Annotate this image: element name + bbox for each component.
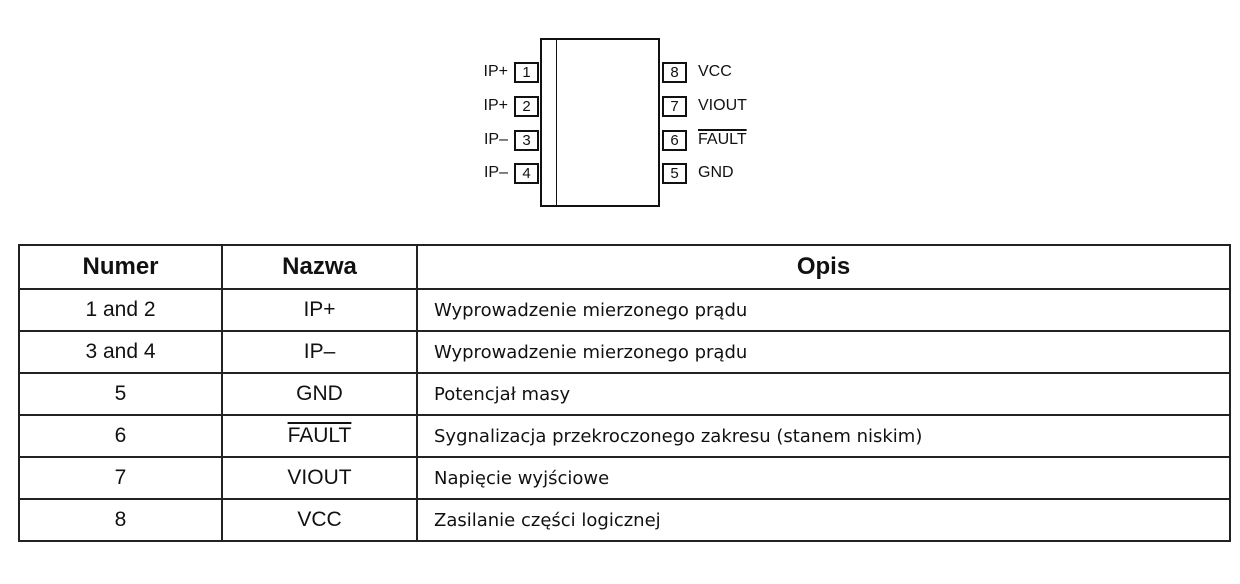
table-row: 5 GND Potencjał masy	[18, 372, 1231, 416]
header-nazwa: Nazwa	[221, 244, 418, 290]
cell-number: 6	[18, 414, 223, 458]
table-row: 3 and 4 IP– Wyprowadzenie mierzonego prą…	[18, 330, 1231, 374]
pin-6: 6	[662, 130, 687, 151]
cell-description: Napięcie wyjściowe	[416, 456, 1231, 500]
cell-number: 3 and 4	[18, 330, 223, 374]
cell-description: Wyprowadzenie mierzonego prądu	[416, 288, 1231, 332]
pin-8: 8	[662, 62, 687, 83]
cell-name: VIOUT	[221, 456, 418, 500]
pin-5: 5	[662, 163, 687, 184]
chip-pinout-diagram: IP+ 1 IP+ 2 IP– 3 IP– 4 8 VCC 7 VIOUT 6 …	[0, 0, 1240, 225]
cell-description: Sygnalizacja przekroczonego zakresu (sta…	[416, 414, 1231, 458]
pin-label-8: VCC	[698, 63, 732, 80]
pin-label-5: GND	[698, 164, 734, 181]
pin-label-2: IP+	[483, 97, 508, 114]
table-row: 8 VCC Zasilanie części logicznej	[18, 498, 1231, 542]
cell-number: 5	[18, 372, 223, 416]
header-numer: Numer	[18, 244, 223, 290]
table-row: 1 and 2 IP+ Wyprowadzenie mierzonego prą…	[18, 288, 1231, 332]
table-row: 7 VIOUT Napięcie wyjściowe	[18, 456, 1231, 500]
table-header-row: Numer Nazwa Opis	[18, 244, 1231, 290]
cell-name: VCC	[221, 498, 418, 542]
cell-description: Wyprowadzenie mierzonego prądu	[416, 330, 1231, 374]
cell-name: GND	[221, 372, 418, 416]
pin-label-1: IP+	[483, 63, 508, 80]
cell-name: IP–	[221, 330, 418, 374]
cell-name: FAULT	[221, 414, 418, 458]
header-opis: Opis	[416, 244, 1231, 290]
cell-number: 7	[18, 456, 223, 500]
table-row: 6 FAULT Sygnalizacja przekroczonego zakr…	[18, 414, 1231, 458]
cell-number: 8	[18, 498, 223, 542]
cell-name: IP+	[221, 288, 418, 332]
cell-description: Potencjał masy	[416, 372, 1231, 416]
cell-number: 1 and 2	[18, 288, 223, 332]
pin-1: 1	[514, 62, 539, 83]
pin-2: 2	[514, 96, 539, 117]
pin-4: 4	[514, 163, 539, 184]
cell-description: Zasilanie części logicznej	[416, 498, 1231, 542]
pin-label-4: IP–	[483, 164, 508, 181]
pin-3: 3	[514, 130, 539, 151]
pin-7: 7	[662, 96, 687, 117]
pin-label-7: VIOUT	[698, 97, 747, 114]
pin-description-table: Numer Nazwa Opis 1 and 2 IP+ Wyprowadzen…	[18, 244, 1231, 542]
chip-body	[540, 38, 660, 207]
pin-label-6: FAULT	[698, 131, 747, 148]
chip-pin1-marker-line	[556, 40, 557, 205]
pin-label-3: IP–	[483, 131, 508, 148]
